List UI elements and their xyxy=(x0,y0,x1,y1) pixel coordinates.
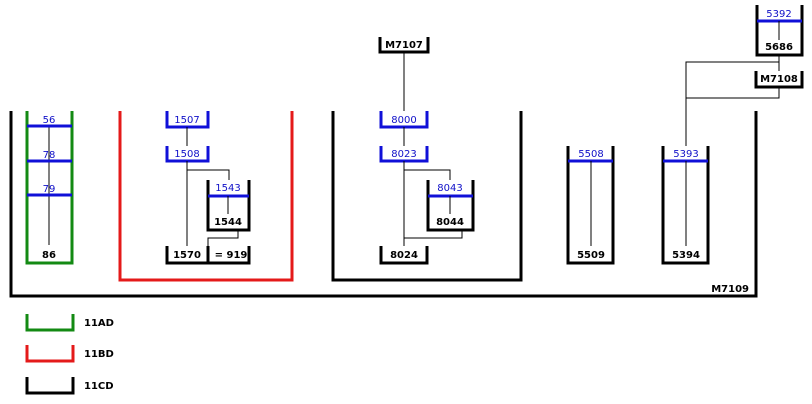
group-5509: 5508 5509 xyxy=(566,146,615,265)
group-5394: 5393 5394 xyxy=(661,146,710,265)
label-8044: 8044 xyxy=(436,217,464,228)
label-5509: 5509 xyxy=(577,250,605,261)
connector-m7108-5393 xyxy=(686,87,780,99)
connector-1508-1543 xyxy=(187,169,230,180)
connector-8044-8024 xyxy=(404,230,463,239)
container-86 xyxy=(25,111,74,265)
label-m7109: M7109 xyxy=(711,284,749,295)
connector-8023-8043 xyxy=(404,169,451,180)
container-m7109 xyxy=(9,111,758,298)
label-56: 56 xyxy=(43,115,56,126)
connector-m7108-left xyxy=(685,61,779,146)
box-5509 xyxy=(566,146,615,265)
label-79: 79 xyxy=(43,184,56,195)
label-8000: 8000 xyxy=(391,115,416,126)
label-1543: 1543 xyxy=(215,183,240,194)
label-5686: 5686 xyxy=(765,42,793,53)
label-5508: 5508 xyxy=(578,149,603,160)
legend-swatch-11ad xyxy=(25,314,75,332)
label-1544: 1544 xyxy=(214,217,242,228)
legend-label-11cd: 11CD xyxy=(84,381,114,392)
container-11bd xyxy=(118,111,294,282)
label-1507: 1507 xyxy=(174,115,199,126)
legend-swatch-11bd xyxy=(25,345,75,363)
box-8024 xyxy=(379,246,429,265)
group-11ad: 56 78 79 86 xyxy=(25,111,74,265)
label-8023: 8023 xyxy=(391,149,416,160)
label-m7107: M7107 xyxy=(385,40,423,51)
label-5392: 5392 xyxy=(766,9,791,20)
container-11cd xyxy=(331,111,523,282)
group-11cd-m7107: M7107 8000 8023 8043 8044 8024 xyxy=(331,37,523,282)
legend-label-11bd: 11BD xyxy=(84,349,114,360)
label-1570: 1570 xyxy=(173,250,201,261)
label-8024: 8024 xyxy=(390,250,418,261)
label-5393: 5393 xyxy=(673,149,698,160)
group-11bd: 1507 1508 1543 1544 1570 = 919 xyxy=(118,111,294,282)
label-919: = 919 xyxy=(215,250,248,261)
label-78: 78 xyxy=(43,150,56,161)
connector-1544-919 xyxy=(207,230,239,246)
label-86: 86 xyxy=(42,250,56,261)
legend: 11AD 11BD 11CD xyxy=(25,314,114,395)
legend-label-11ad: 11AD xyxy=(84,318,114,329)
legend-swatch-11cd xyxy=(25,377,75,395)
label-m7108: M7108 xyxy=(760,74,798,85)
label-8043: 8043 xyxy=(437,183,462,194)
box-8044 xyxy=(426,180,475,232)
box-919 xyxy=(206,246,251,265)
box-1544 xyxy=(206,180,251,232)
group-m7108: 5392 5686 M7108 xyxy=(685,5,804,146)
label-5394: 5394 xyxy=(672,250,700,261)
box-5394 xyxy=(661,146,710,265)
label-1508: 1508 xyxy=(174,149,199,160)
